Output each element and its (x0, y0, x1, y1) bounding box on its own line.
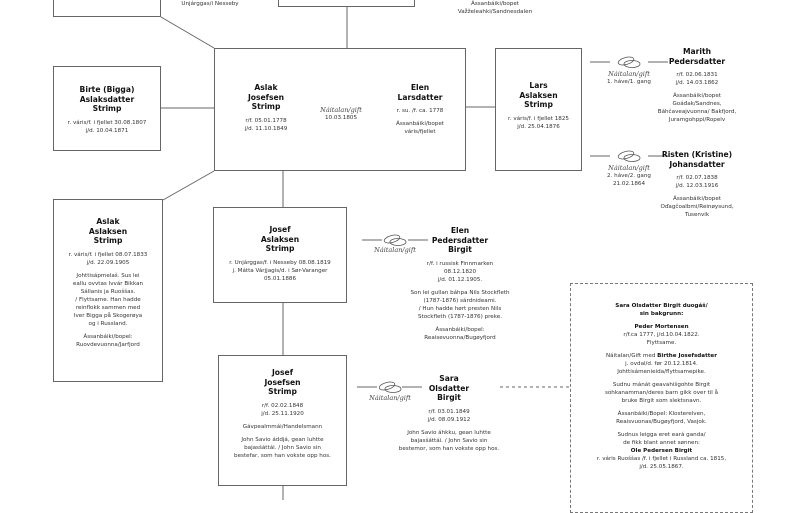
connector-lines (160, 7, 668, 500)
top-left-text: Unjárggas/i Nesseby (181, 1, 239, 7)
marriage-info-josef-sara: Náitalan/gift (369, 394, 411, 402)
marriage-info-josef-elen: Náitalan/gift (374, 246, 416, 254)
background-info-box: Sara Olsdatter Birgit duogáš/sin bakgrun… (570, 283, 753, 513)
ancestor-box-left (53, 0, 161, 17)
ancestor-box-right (278, 0, 415, 7)
